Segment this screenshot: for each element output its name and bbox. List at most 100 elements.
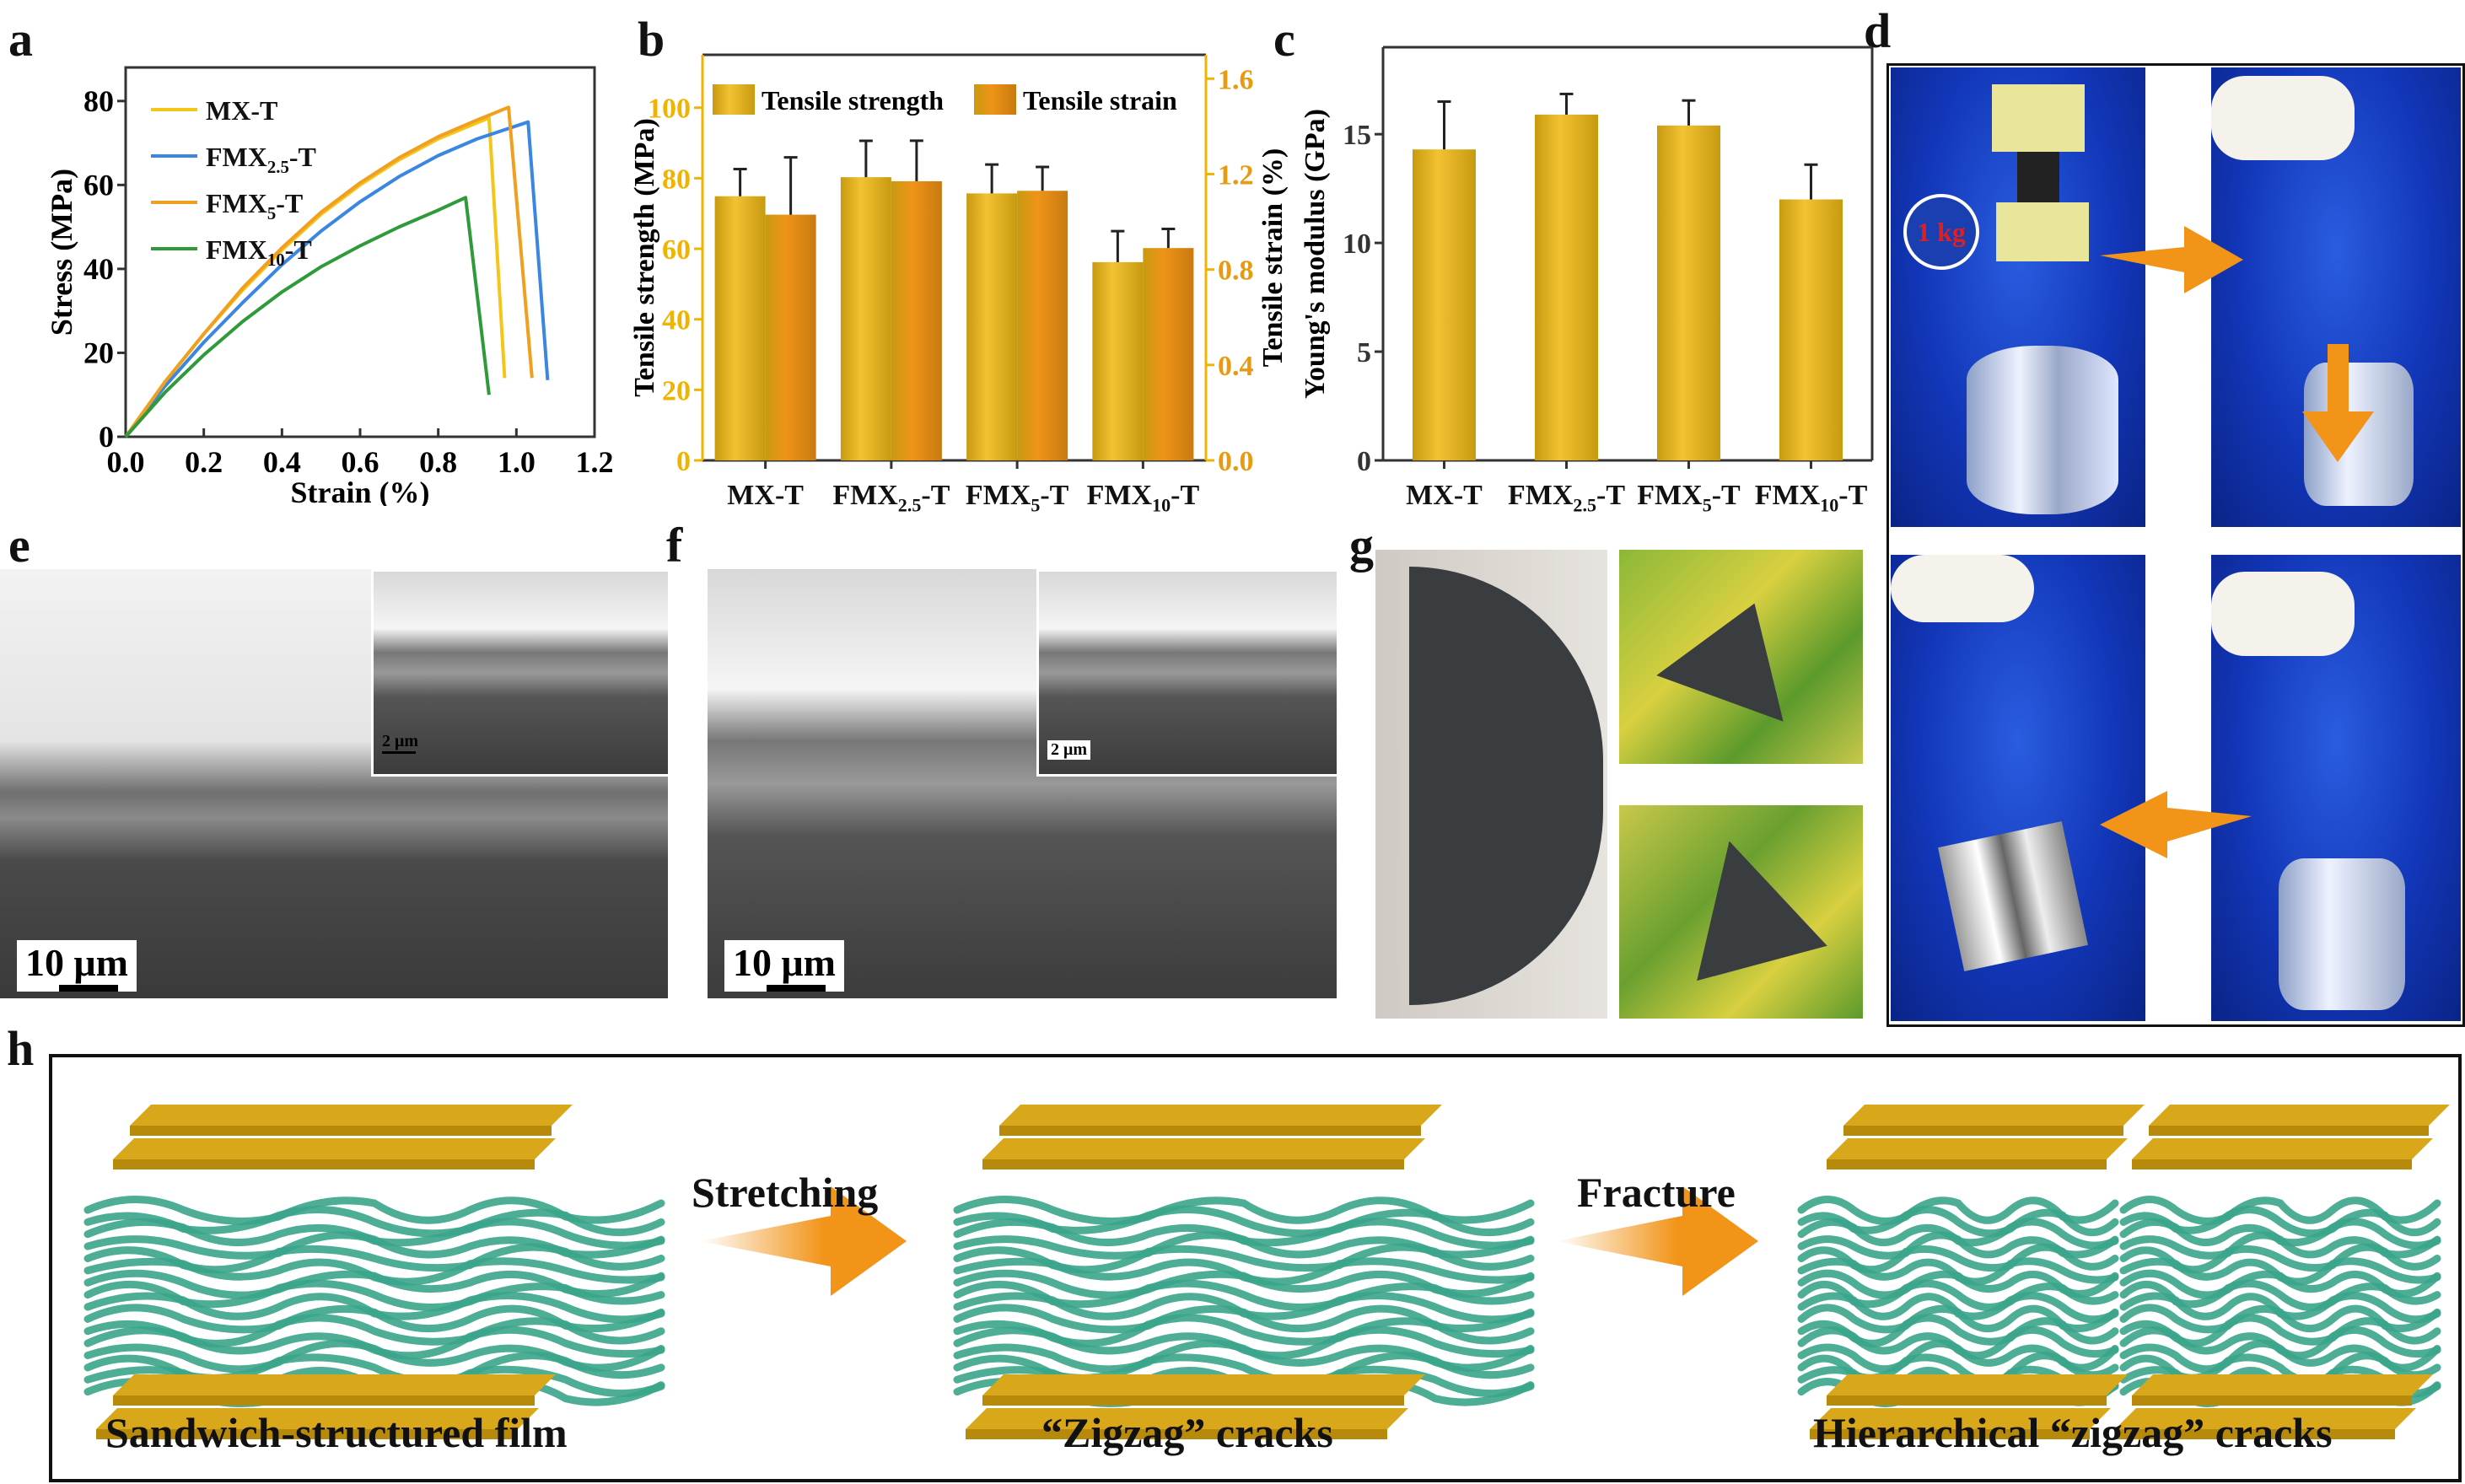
- y-axis-label-right: Tensile strain (%): [1257, 148, 1289, 367]
- platelet-top: [999, 1105, 1442, 1126]
- platelet-top: [1827, 1138, 2128, 1159]
- series-line-FMX10-T: [124, 196, 491, 438]
- legend-label: FMX2.5-T: [206, 142, 316, 177]
- platelet-bottom: [113, 1395, 535, 1406]
- y-tick-label-right: 1.6: [1218, 64, 1254, 95]
- y-tick-label: 5: [1357, 337, 1371, 368]
- platelet-bottom: [2132, 1395, 2412, 1406]
- bar-Young's modulus: [1657, 125, 1720, 460]
- legend-label: FMX5-T: [206, 188, 303, 223]
- platelet-bottom: [1810, 1429, 2090, 1439]
- platelet-bottom: [2115, 1429, 2395, 1439]
- weight-icon: [2279, 858, 2405, 1010]
- x-tick-label: 0.8: [419, 445, 457, 479]
- photo-hanging: [2211, 555, 2461, 1021]
- legend-swatch: [974, 84, 1016, 115]
- bar-Tensile strain: [891, 180, 942, 461]
- x-tick-label: FMX10-T: [1087, 480, 1200, 514]
- y-tick-label: 10: [1343, 229, 1371, 260]
- platelet-top: [2132, 1138, 2433, 1159]
- series-line-FMX2.5-T: [124, 120, 550, 438]
- x-tick-label: MX-T: [1406, 480, 1483, 511]
- bar-Tensile strength: [1092, 261, 1144, 460]
- x-axis-label: Strain (%): [291, 476, 430, 506]
- fracture-label: Fracture: [1577, 1169, 1736, 1216]
- x-tick-label: 1.0: [498, 445, 536, 479]
- legend-label: FMX10-T: [206, 234, 312, 270]
- legend-label: Tensile strain: [1023, 85, 1177, 116]
- gloved-hand: [2211, 572, 2355, 656]
- platelet-top: [2132, 1159, 2412, 1169]
- platelet-bottom: [1810, 1408, 2111, 1429]
- y-tick-label-right: 1.2: [1218, 159, 1254, 191]
- y-axis-label: Tensile strength (MPa): [629, 118, 660, 397]
- bar-Tensile strain: [1017, 191, 1068, 460]
- platelet-bottom: [966, 1429, 1387, 1439]
- scale-label: 10 μm: [25, 941, 128, 984]
- y-tick-label-right: 0.4: [1218, 351, 1254, 382]
- scale-bar-inset-f: 2 μm: [1047, 740, 1090, 760]
- platelet-top: [130, 1105, 573, 1126]
- panel-d-photo-grid: 1 kg: [1886, 63, 2465, 1027]
- sem-image-f: 2 μm 10 μm: [708, 569, 1337, 998]
- y-tick-label: 60: [83, 168, 114, 202]
- platelet-bottom: [96, 1408, 539, 1429]
- x-tick-label: FMX10-T: [1755, 480, 1868, 514]
- photo-swinging: [1891, 555, 2145, 1021]
- weight-callout: 1 kg: [1903, 194, 1979, 270]
- series-line-FMX5-T: [124, 105, 534, 438]
- y-tick-label: 40: [662, 305, 691, 336]
- panel-label-e: e: [8, 518, 30, 573]
- sem-inset-f: 2 μm: [1036, 569, 1337, 777]
- step3-caption: Hierarchical “zigzag” cracks: [1813, 1409, 2333, 1456]
- x-tick-label: FMX5-T: [966, 480, 1069, 514]
- platelet-top: [130, 1126, 552, 1136]
- panel-label-c: c: [1273, 12, 1295, 67]
- platelet-top: [999, 1126, 1421, 1136]
- step2-caption: “Zigzag” cracks: [1041, 1409, 1333, 1456]
- platelet-top: [1843, 1105, 2145, 1126]
- platelet-bottom: [982, 1395, 1404, 1406]
- bar-Young's modulus: [1779, 199, 1843, 461]
- x-tick-label: MX-T: [727, 480, 804, 511]
- scale-bar-f: 10 μm: [724, 940, 844, 992]
- sem-image-e: 2 μm 10 μm: [0, 569, 668, 998]
- platelet-top: [2149, 1105, 2450, 1126]
- y-tick-label: 0: [676, 446, 691, 477]
- platelet-bottom: [96, 1429, 518, 1439]
- x-tick-label: FMX5-T: [1637, 480, 1741, 514]
- panel-label-a: a: [8, 12, 33, 67]
- x-tick-label: 1.2: [576, 445, 614, 479]
- scale-label: 10 μm: [733, 941, 836, 984]
- x-tick-label: FMX2.5-T: [1508, 480, 1625, 514]
- photo-folded-film-1: [1619, 550, 1863, 764]
- bar-Tensile strain: [765, 214, 816, 460]
- legend-swatch: [713, 84, 755, 115]
- y-tick-label: 20: [83, 336, 114, 369]
- y-tick-label: 20: [662, 375, 691, 406]
- arrow-right-icon: [1556, 1186, 1758, 1296]
- x-tick-label: 0.0: [107, 445, 145, 479]
- weight-icon: [1967, 346, 2118, 514]
- film-strip: [2017, 152, 2059, 202]
- platelet-bottom: [113, 1374, 556, 1395]
- binder-clip-icon: [1992, 84, 2085, 152]
- scale-bar-e: 10 μm: [17, 940, 137, 992]
- panel-label-b: b: [638, 12, 665, 67]
- y-axis-label: Stress (MPa): [45, 169, 78, 336]
- platelet-bottom: [1827, 1374, 2128, 1395]
- y-tick-label: 60: [662, 234, 691, 266]
- y-tick-label: 100: [648, 94, 691, 125]
- arrow-right-icon: [700, 1186, 907, 1296]
- binder-clip-icon: [1996, 202, 2089, 261]
- platelet-bottom: [2132, 1374, 2433, 1395]
- bar-Tensile strain: [1143, 248, 1194, 460]
- photo-weight-initial: 1 kg: [1891, 67, 2145, 527]
- y-tick-label: 0: [99, 420, 114, 454]
- panel-label-h: h: [7, 1021, 35, 1076]
- film-semicircle: [1409, 567, 1603, 1005]
- panel-label-g: g: [1349, 518, 1374, 573]
- panel-d-arrows: [2100, 226, 2374, 858]
